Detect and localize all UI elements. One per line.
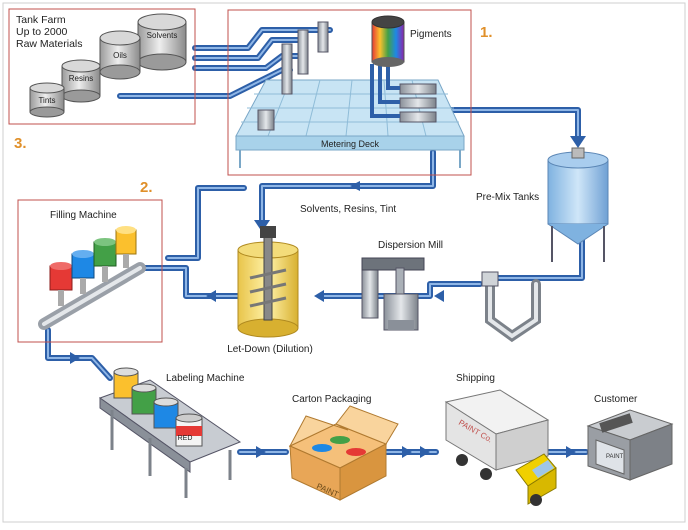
tank-farm-title-line3: Raw Materials (16, 38, 83, 50)
arrow-icon (402, 446, 412, 458)
filling-machine-label: Filling Machine (50, 210, 117, 221)
tank-farm-title: Tank Farm Up to 2000 Raw Materials (16, 14, 83, 50)
step-number-2: 2. (140, 179, 153, 196)
truck-icon: PAINT Co. (444, 389, 557, 506)
tank-farm-title-line1: Tank Farm (16, 14, 66, 26)
paint-can-icon: RED (175, 413, 203, 447)
pigments-label: Pigments (410, 29, 452, 40)
tank-label-oils: Oils (113, 51, 127, 60)
pre-mix-tanks-label: Pre-Mix Tanks (476, 192, 539, 203)
pre-mix-tanks: Pre-Mix Tanks (476, 147, 609, 262)
tank-icon: Oils (99, 30, 141, 80)
flowmeter-icon (481, 271, 541, 343)
arrow-icon (350, 181, 360, 191)
paint-can-icon (115, 226, 137, 268)
tank-label-solvents: Solvents (147, 31, 178, 40)
tank-icon (547, 147, 609, 262)
mill-icon (361, 257, 425, 331)
arrow-icon (206, 290, 216, 302)
mixer-icon (237, 226, 299, 338)
pigment-tank-icon (371, 15, 405, 67)
labeling-machine-label: Labeling Machine (166, 373, 245, 384)
arrow-icon (256, 446, 266, 458)
filling-machine: Filling Machine (17, 199, 163, 343)
arrow-icon (570, 136, 586, 148)
arrow-icon (434, 290, 444, 302)
carton-packaging: PAINT (288, 405, 399, 501)
tank-icon: Tints (29, 82, 65, 118)
can-label: RED (178, 435, 193, 442)
customer-label: Customer (594, 394, 638, 405)
tank-label-resins: Resins (69, 74, 93, 83)
metering-deck: Metering Deck Pigments (227, 9, 472, 176)
paint-can-icon (49, 262, 73, 306)
arrow-icon (420, 446, 430, 458)
arrow-icon (314, 290, 324, 302)
solvents-resins-tint-label: Solvents, Resins, Tint (300, 204, 396, 215)
arrow-icon (70, 352, 80, 364)
step-number-1: 1. (480, 24, 493, 41)
paint-can-icon (153, 397, 179, 429)
tank-icon: Solvents (137, 13, 187, 71)
paint-can-icon (93, 238, 117, 282)
metering-deck-box (227, 9, 472, 176)
tank-farm-box (8, 8, 196, 125)
store-icon: PAINT (586, 409, 674, 481)
metering-deck-label: Metering Deck (321, 139, 380, 149)
tank-label-tints: Tints (38, 96, 55, 105)
tank-farm-title-line2: Up to 2000 (16, 26, 68, 38)
shipping-label: Shipping (456, 373, 495, 384)
labeling-machine: RED (98, 367, 242, 498)
step-number-3: 3. (14, 135, 27, 152)
paint-can-icon (71, 250, 95, 294)
dispersion-mill-label: Dispersion Mill (378, 240, 443, 251)
store-sign: PAINT (606, 454, 624, 460)
tank-icon: Resins (61, 59, 101, 103)
let-down-label: Let-Down (Dilution) (227, 344, 313, 355)
filling-machine-box (17, 199, 163, 343)
arrow-icon (566, 446, 576, 458)
tank-farm: Tank Farm Up to 2000 Raw Materials Solve… (8, 8, 196, 125)
carton-packaging-label: Carton Packaging (292, 394, 372, 405)
paint-can-icon (131, 383, 157, 415)
image-border (2, 2, 686, 523)
